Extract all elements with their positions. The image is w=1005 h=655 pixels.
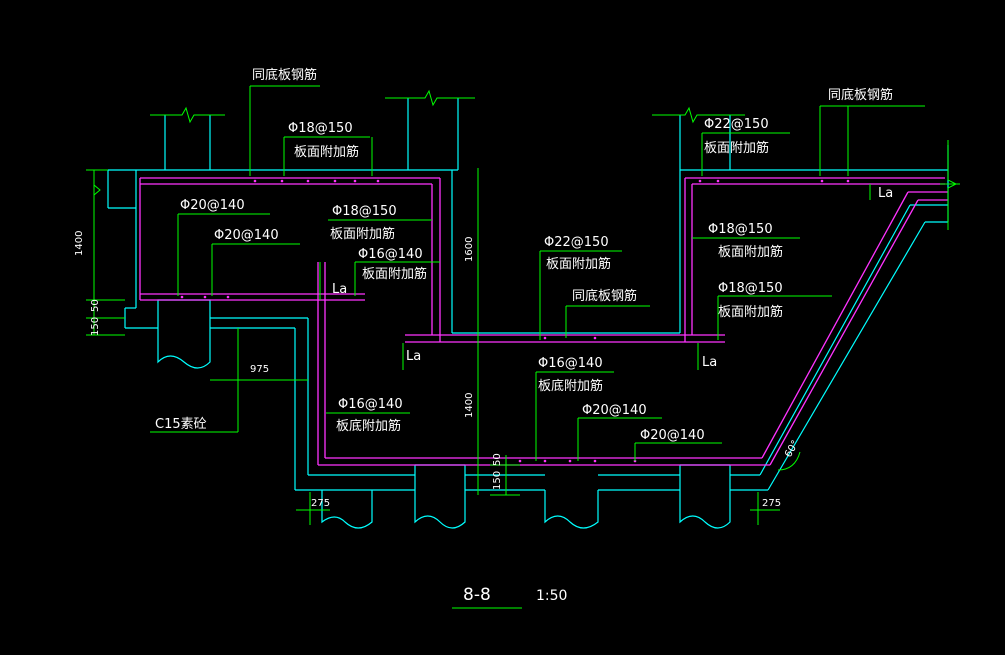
callout-c13: Φ20@140 bbox=[640, 428, 705, 443]
callout-c12: Φ20@140 bbox=[582, 403, 647, 418]
dim-50-left: 50 bbox=[90, 299, 101, 312]
callout-c9: Φ18@150 bbox=[718, 281, 783, 296]
dim-150-mid: 150 bbox=[492, 471, 503, 490]
callout-c10-type: 板底附加筋 bbox=[538, 378, 603, 394]
callout-c9-type: 板面附加筋 bbox=[718, 304, 783, 320]
rebar-dots bbox=[180, 179, 850, 463]
callout-c3: Φ20@140 bbox=[214, 228, 279, 243]
callout-c6: Φ22@150 bbox=[704, 117, 769, 132]
callout-c5-type: 板面附加筋 bbox=[362, 266, 427, 282]
text-labels: 同底板钢筋 同底板钢筋 同底板钢筋 Φ18@150 板面附加筋 Φ20@140 … bbox=[74, 67, 893, 605]
label-same-bottom-rebar-left: 同底板钢筋 bbox=[252, 67, 317, 83]
callout-c2: Φ20@140 bbox=[180, 198, 245, 213]
callout-c10: Φ16@140 bbox=[538, 356, 603, 371]
section-scale: 1:50 bbox=[536, 588, 567, 604]
la-label-3: La bbox=[702, 355, 717, 370]
callout-c6-type: 板面附加筋 bbox=[704, 140, 769, 156]
dim-275-left: 275 bbox=[311, 498, 330, 509]
label-same-bottom-rebar-center: 同底板钢筋 bbox=[572, 288, 637, 304]
la-label-1: La bbox=[332, 282, 347, 297]
callout-c1-type: 板面附加筋 bbox=[294, 144, 359, 160]
la-label-4: La bbox=[878, 186, 893, 201]
callout-c7: Φ22@150 bbox=[544, 235, 609, 250]
callout-c4: Φ18@150 bbox=[332, 204, 397, 219]
callout-c11: Φ16@140 bbox=[338, 397, 403, 412]
callout-c8-type: 板面附加筋 bbox=[718, 244, 783, 260]
callout-c8: Φ18@150 bbox=[708, 222, 773, 237]
la-label-2: La bbox=[406, 349, 421, 364]
callout-c11-type: 板底附加筋 bbox=[336, 418, 401, 434]
callout-c4-type: 板面附加筋 bbox=[330, 226, 395, 242]
callout-c5: Φ16@140 bbox=[358, 247, 423, 262]
dim-975: 975 bbox=[250, 364, 269, 375]
rebar-lines bbox=[139, 177, 948, 466]
dim-1400-left: 1400 bbox=[74, 231, 85, 256]
section-title: 8-8 bbox=[463, 585, 491, 605]
leader-lines bbox=[86, 85, 960, 609]
dim-150-left: 150 bbox=[90, 317, 101, 336]
callout-c1: Φ18@150 bbox=[288, 121, 353, 136]
dim-1600: 1600 bbox=[464, 237, 475, 262]
label-same-bottom-rebar-right: 同底板钢筋 bbox=[828, 87, 893, 103]
label-c15-concrete: C15素砼 bbox=[155, 417, 207, 432]
callout-c7-type: 板面附加筋 bbox=[546, 256, 611, 272]
dim-50-mid: 50 bbox=[492, 453, 503, 466]
dim-275-right: 275 bbox=[762, 498, 781, 509]
dim-1400-mid: 1400 bbox=[464, 393, 475, 418]
